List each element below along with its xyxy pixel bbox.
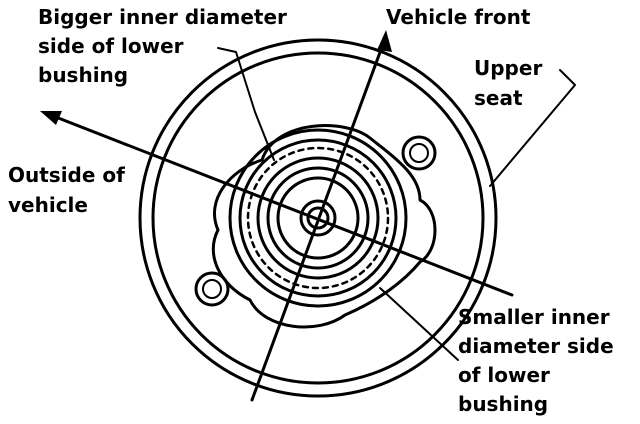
label-upper-seat-line1: Upper — [474, 56, 542, 80]
bushing-ring-2 — [238, 138, 398, 298]
mounting-hole-right-outer — [401, 135, 437, 171]
outside-vehicle-arrowhead — [40, 111, 62, 125]
leader-upper-seat — [489, 69, 576, 187]
leader-bigger-inner — [217, 47, 275, 161]
label-bigger-inner-line3: bushing — [38, 63, 128, 87]
bushing-ring-4 — [256, 156, 380, 280]
upper-seat-outer-ring — [138, 38, 498, 398]
center-rod-outer — [299, 199, 337, 237]
mounting-hole-left-outer — [194, 271, 230, 307]
bushing-ring-6 — [276, 176, 360, 260]
bushing-ring-5 — [266, 166, 370, 270]
label-smaller-inner-line3: of lower — [458, 363, 550, 387]
label-bigger-inner-line1: Bigger inner diameter — [38, 5, 287, 29]
label-smaller-inner-line2: diameter side — [458, 334, 614, 358]
lower-bracket-outline — [211, 124, 437, 329]
vehicle-front-axis — [250, 34, 388, 402]
mounting-hole-left-inner — [202, 279, 222, 299]
label-bigger-inner-line2: side of lower — [38, 34, 184, 58]
label-smaller-inner-line1: Smaller inner — [458, 305, 610, 329]
center-rod-inner — [306, 206, 330, 230]
label-vehicle-front: Vehicle front — [386, 5, 531, 29]
leader-smaller-inner — [379, 287, 459, 361]
outside-vehicle-axis — [46, 112, 514, 297]
label-outside-line1: Outside of — [8, 163, 125, 187]
bushing-ring-3 — [246, 146, 390, 290]
label-upper-seat-line2: seat — [474, 86, 523, 110]
mounting-hole-right-inner — [409, 143, 429, 163]
upper-seat-inner-ring — [151, 51, 485, 385]
label-smaller-inner-line4: bushing — [458, 392, 548, 416]
label-outside-line2: vehicle — [8, 193, 88, 217]
bushing-ring-1 — [228, 128, 408, 308]
vehicle-front-arrowhead — [377, 30, 392, 52]
